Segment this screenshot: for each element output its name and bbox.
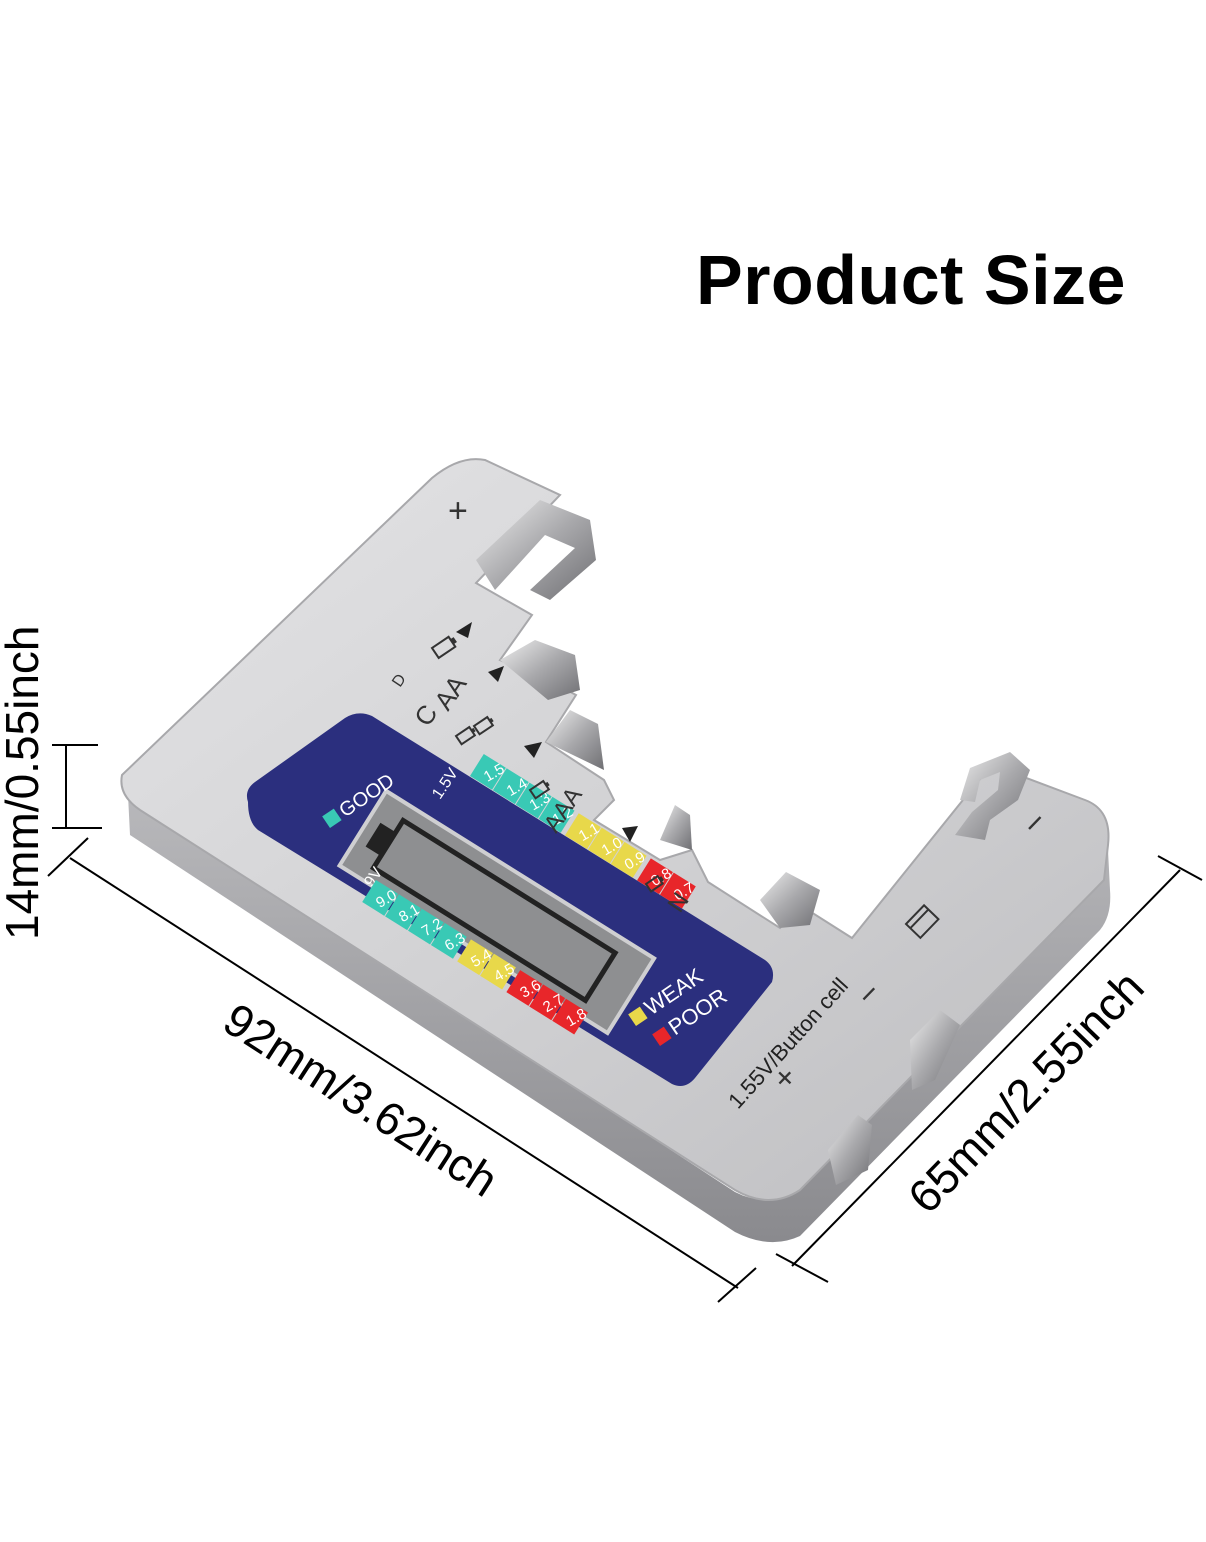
scale-9v-good: 9.0 8.1 7.2 6.3 [362, 880, 468, 959]
contact-d [500, 640, 580, 700]
side-clip [828, 1115, 872, 1185]
legend-weak-swatch [628, 1006, 648, 1026]
length-dimension [47, 837, 757, 1303]
contact-c [546, 710, 604, 770]
arrow-icon [488, 666, 504, 682]
scale-9v-poor: 3.6 2.7 1.8 [506, 970, 590, 1035]
battery-icon [644, 874, 665, 893]
scale-9v-weak: 5.4 4.5 [457, 939, 518, 990]
battery-icon [528, 779, 551, 800]
legend-good-swatch [322, 808, 342, 828]
legend-poor-swatch [652, 1026, 672, 1046]
arrow-icon [524, 742, 542, 758]
height-dimension [52, 744, 102, 829]
contact-top [476, 500, 596, 600]
battery-icon [430, 635, 457, 660]
arrow-icon [622, 826, 638, 842]
lcd-battery-tip [365, 822, 396, 857]
arrow-icon [456, 622, 472, 638]
button-cell-clip [910, 1010, 960, 1090]
page-title: Product Size [696, 241, 1126, 319]
width-dimension [775, 855, 1203, 1283]
battery-icon [472, 715, 495, 736]
contact-right [955, 752, 1030, 840]
battery-tester: GOOD WEAK POOR 1.5V 9V 1.5 1.4 1.3 1.2 1… [120, 458, 1111, 1243]
plus-sign-top: + [448, 492, 468, 530]
button-cell-icon [904, 903, 940, 940]
contact-aaa [760, 872, 820, 928]
height-dimension-label: 14mm/0.55inch [0, 626, 48, 941]
contact-aa [660, 805, 692, 850]
battery-icon [454, 725, 477, 746]
